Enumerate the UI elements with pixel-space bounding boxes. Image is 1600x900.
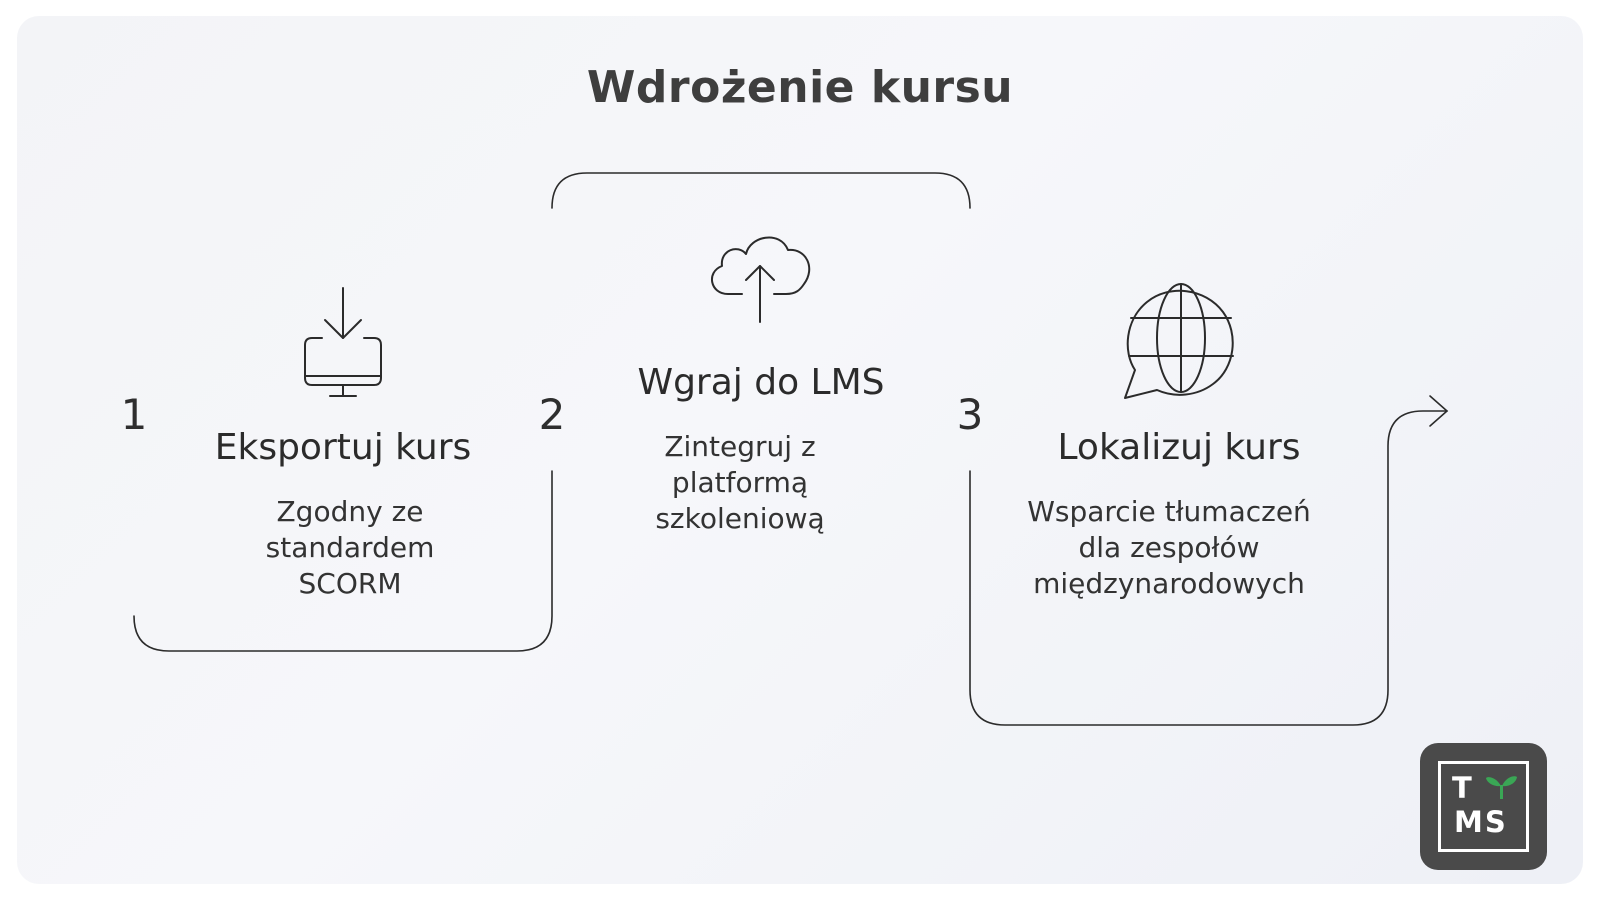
monitor-download-icon <box>304 287 382 397</box>
logo-frame <box>1438 761 1529 852</box>
cloud-upload-icon <box>711 236 811 323</box>
step-2-title: Wgraj do LMS <box>637 362 885 403</box>
flow-arrowhead <box>1429 395 1449 427</box>
tms-logo: T MS <box>1420 743 1547 870</box>
diagram-card: Wdrożenie kursu 1 Eksportuj kurs Zgodny … <box>17 16 1583 884</box>
logo-letters-ms: MS <box>1454 805 1508 839</box>
step-1-title: Eksportuj kurs <box>214 427 472 468</box>
step-1-number: 1 <box>120 390 148 439</box>
flow-segment-2 <box>551 172 971 209</box>
step-3-description: Wsparcie tłumaczeń dla zespołów międzyna… <box>1027 495 1311 600</box>
flow-path <box>133 172 1449 726</box>
step-1-description: Zgodny ze standardem SCORM <box>265 495 435 600</box>
step-3-title: Lokalizuj kurs <box>1057 427 1301 468</box>
sprout-icon <box>1486 776 1517 799</box>
flow-segment-3 <box>969 410 1448 726</box>
step-2-description: Zintegruj z platformą szkoleniową <box>655 430 825 535</box>
logo-letter-t: T <box>1452 771 1474 805</box>
step-2-number: 2 <box>538 390 566 439</box>
flow-segment-1 <box>133 470 553 652</box>
globe-chat-icon <box>1124 283 1234 399</box>
step-3-number: 3 <box>956 390 984 439</box>
diagram-title: Wdrożenie kursu <box>586 62 1014 113</box>
